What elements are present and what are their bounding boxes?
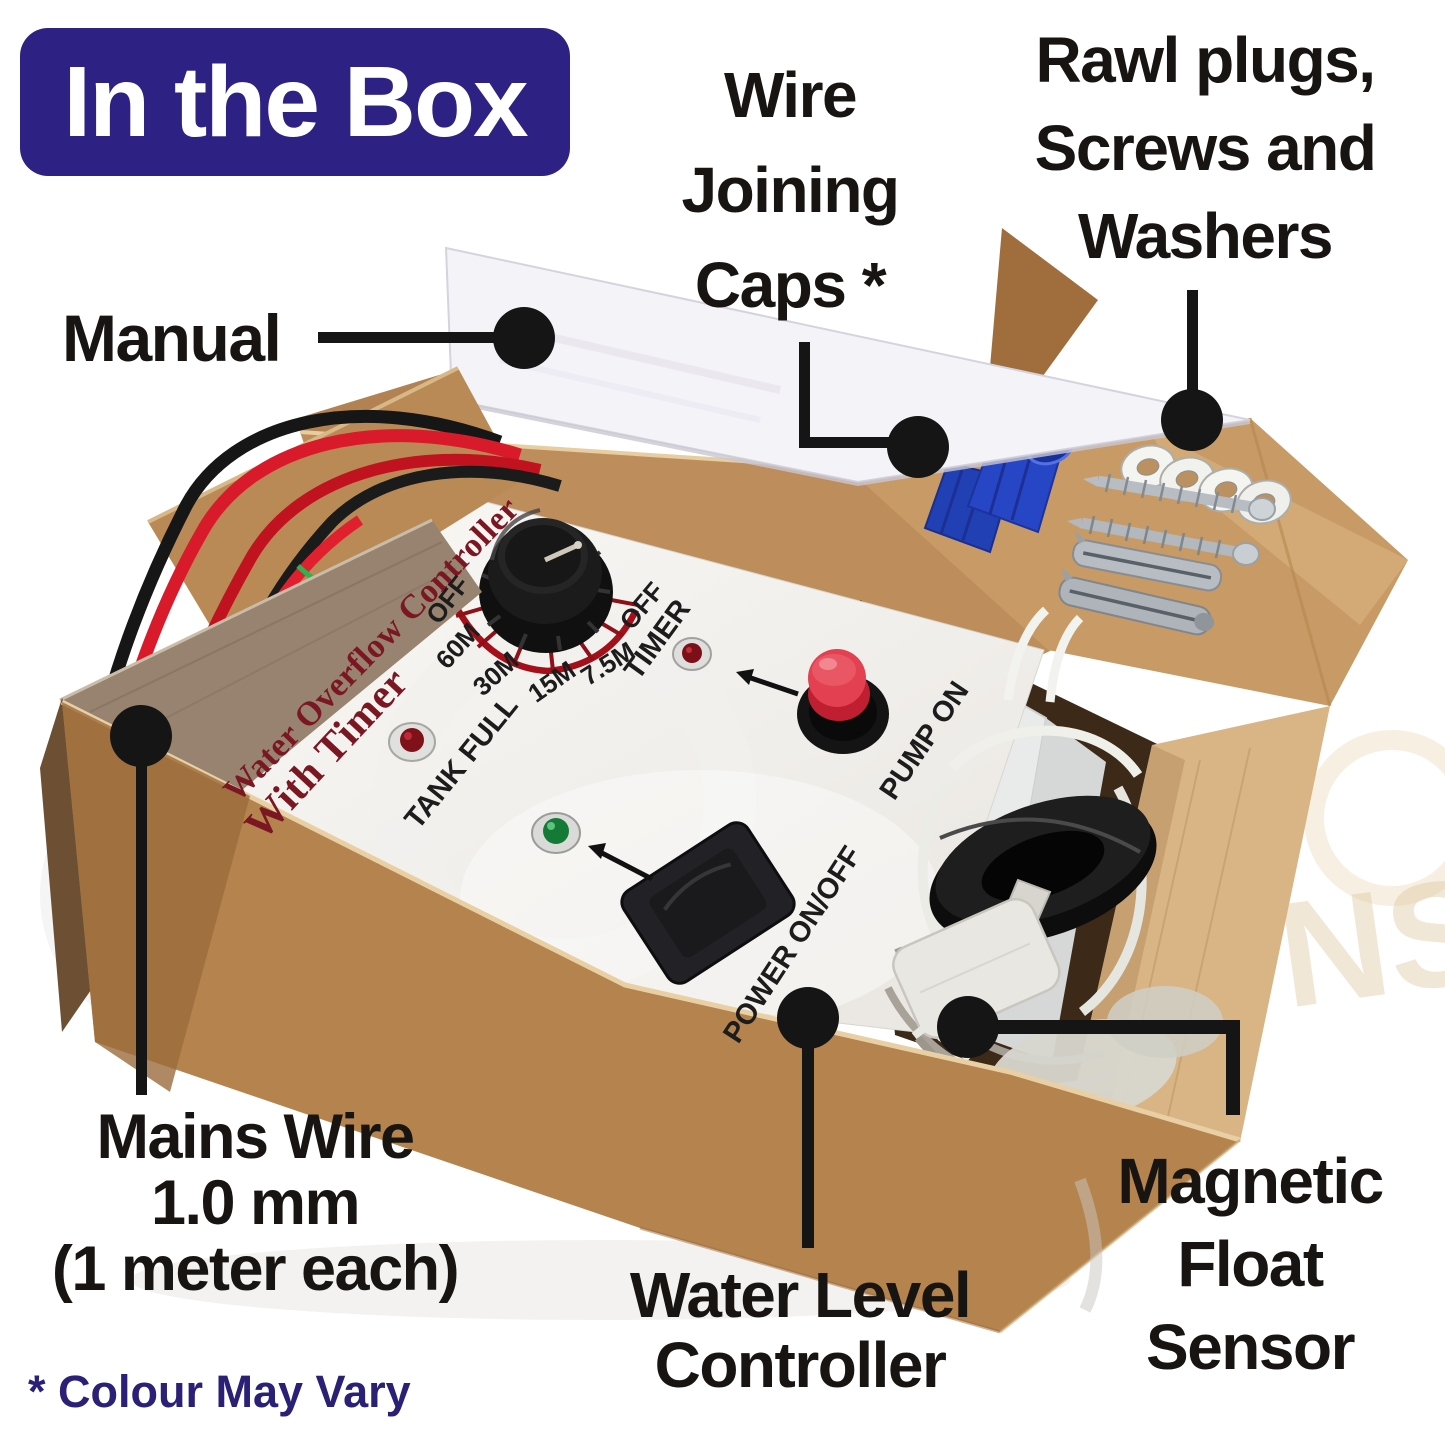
callout-line-mfs-v	[1226, 1020, 1240, 1115]
label-mains-wire: Mains Wire 1.0 mm (1 meter each)	[30, 1104, 480, 1302]
knob	[479, 508, 613, 653]
callout-line-mfs-h	[985, 1020, 1240, 1034]
label-line: Screws and	[1034, 112, 1377, 184]
in-the-box-badge: In the Box	[20, 28, 570, 176]
callout-line-mains-wire	[136, 745, 147, 1095]
label-line: 1.0 mm	[150, 1168, 361, 1238]
label-line: Wire	[723, 59, 858, 131]
callout-line-manual	[318, 332, 510, 343]
watermark-text: NS	[1269, 844, 1445, 1039]
label-magnetic-float-sensor: Magnetic Float Sensor	[1055, 1140, 1445, 1389]
label-line: Water Level	[629, 1259, 972, 1331]
callout-line-rawl-plugs	[1187, 290, 1198, 402]
label-manual: Manual	[62, 301, 282, 375]
screws-photo	[1067, 473, 1276, 566]
label-line: Joining	[681, 154, 900, 226]
callout-line-wire-caps-h	[799, 437, 895, 448]
label-line: Magnetic	[1117, 1145, 1384, 1217]
manual-paper	[444, 246, 1251, 487]
label-line: (1 meter each)	[51, 1234, 460, 1304]
watermark-ring-right	[1304, 730, 1445, 906]
power-led	[531, 812, 581, 854]
callout-dot-manual	[493, 307, 555, 369]
tank-full-led	[388, 722, 436, 762]
label-water-level-controller: Water Level Controller	[565, 1260, 1035, 1400]
label-line: Washers	[1078, 200, 1333, 272]
callout-dot-wire-caps	[887, 416, 949, 478]
footnote-colour-may-vary: * Colour May Vary	[28, 1366, 411, 1417]
arrow-to-timer-led	[736, 669, 799, 697]
rawl-plugs-photo	[1058, 531, 1223, 636]
timer-led	[672, 637, 712, 671]
arrow-to-power-led	[588, 843, 654, 882]
label-line: Controller	[654, 1329, 947, 1401]
label-line: Mains Wire	[96, 1102, 415, 1172]
callout-dot-rawl-plugs	[1161, 389, 1223, 451]
cardboard-box-front	[60, 699, 1241, 1334]
label-line: Sensor	[1146, 1311, 1355, 1383]
label-rawl-plugs: Rawl plugs, Screws and Washers	[985, 16, 1425, 280]
callout-line-water-level-controller	[802, 1030, 814, 1248]
label-line: Float	[1177, 1228, 1324, 1300]
label-line: Rawl plugs,	[1035, 24, 1376, 96]
pump-on-button	[797, 649, 889, 754]
power-switch	[620, 821, 796, 985]
label-wire-joining-caps: Wire Joining Caps *	[590, 48, 990, 333]
callout-line-wire-caps-v	[799, 342, 810, 446]
label-line: Caps *	[694, 249, 887, 321]
